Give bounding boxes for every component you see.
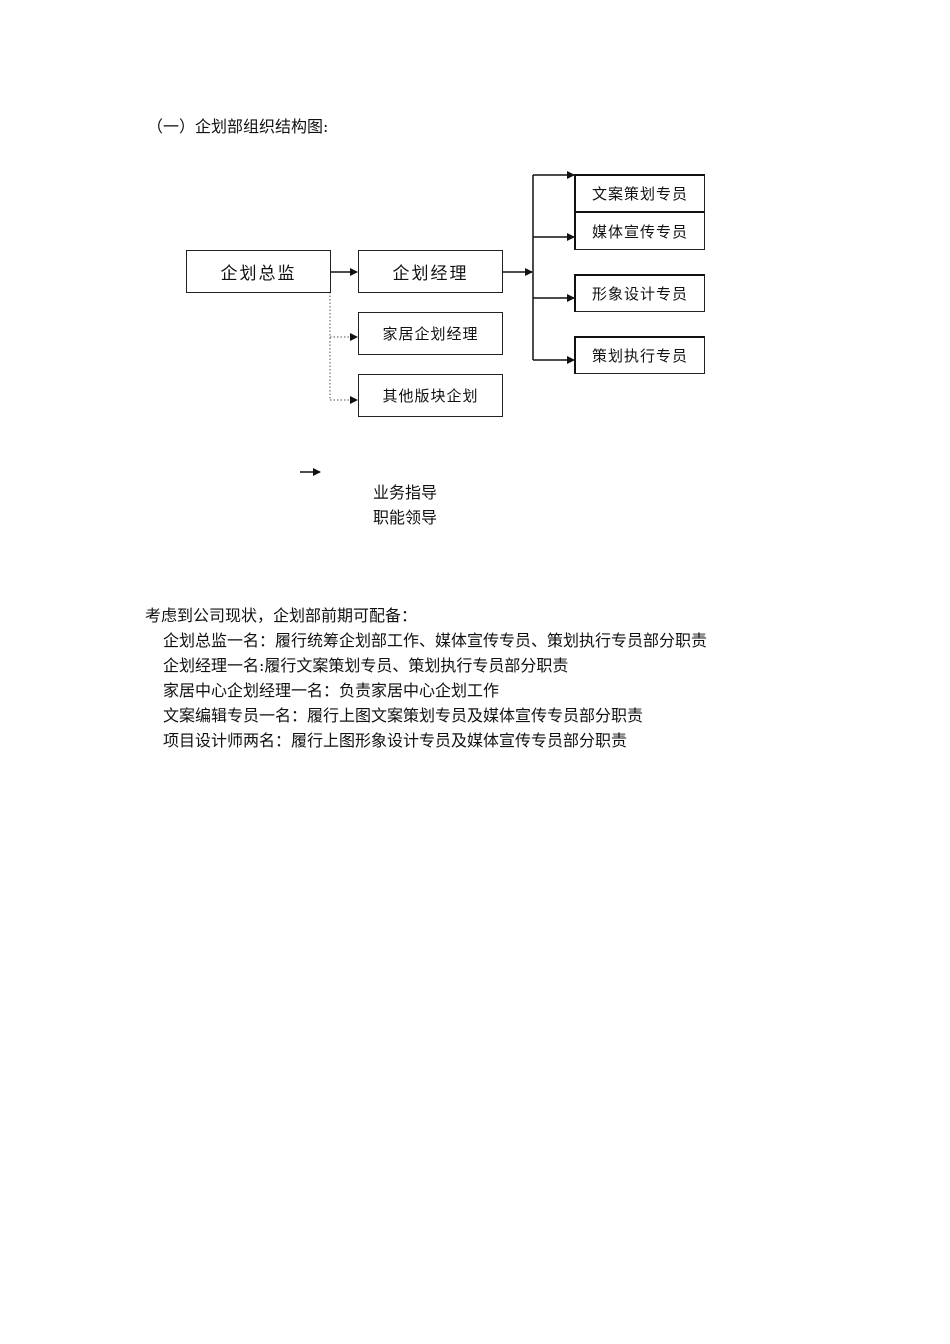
staffing-item: 文案编辑专员一名：履行上图文案策划专员及媒体宣传专员部分职责 xyxy=(163,706,644,725)
legend-business-guidance: 业务指导 xyxy=(373,483,438,502)
staffing-intro: 考虑到公司现状，企划部前期可配备： xyxy=(145,606,418,625)
staffing-item: 企划经理一名:履行文案策划专员、策划执行专员部分职责 xyxy=(163,656,569,675)
box-execution-specialist: 策划执行专员 xyxy=(574,336,705,374)
box-image-specialist: 形象设计专员 xyxy=(574,274,705,312)
box-copy-specialist: 文案策划专员 xyxy=(574,174,705,212)
staffing-item: 家居中心企划经理一名：负责家居中心企划工作 xyxy=(163,681,500,700)
box-media-specialist: 媒体宣传专员 xyxy=(574,211,705,250)
staffing-item: 企划总监一名：履行统筹企划部工作、媒体宣传专员、策划执行专员部分职责 xyxy=(163,631,708,650)
staffing-item: 项目设计师两名：履行上图形象设计专员及媒体宣传专员部分职责 xyxy=(163,731,628,750)
box-home-manager: 家居企划经理 xyxy=(358,312,503,355)
section-title: （一）企划部组织结构图: xyxy=(147,117,329,136)
legend-functional-leadership: 职能领导 xyxy=(373,508,438,527)
staffing-section: 考虑到公司现状，企划部前期可配备： 企划总监一名：履行统筹企划部工作、媒体宣传专… xyxy=(145,603,707,753)
box-other-planning: 其他版块企划 xyxy=(358,374,503,417)
box-manager: 企划经理 xyxy=(358,250,503,293)
org-chart-connectors xyxy=(300,171,575,476)
box-director: 企划总监 xyxy=(186,250,331,293)
